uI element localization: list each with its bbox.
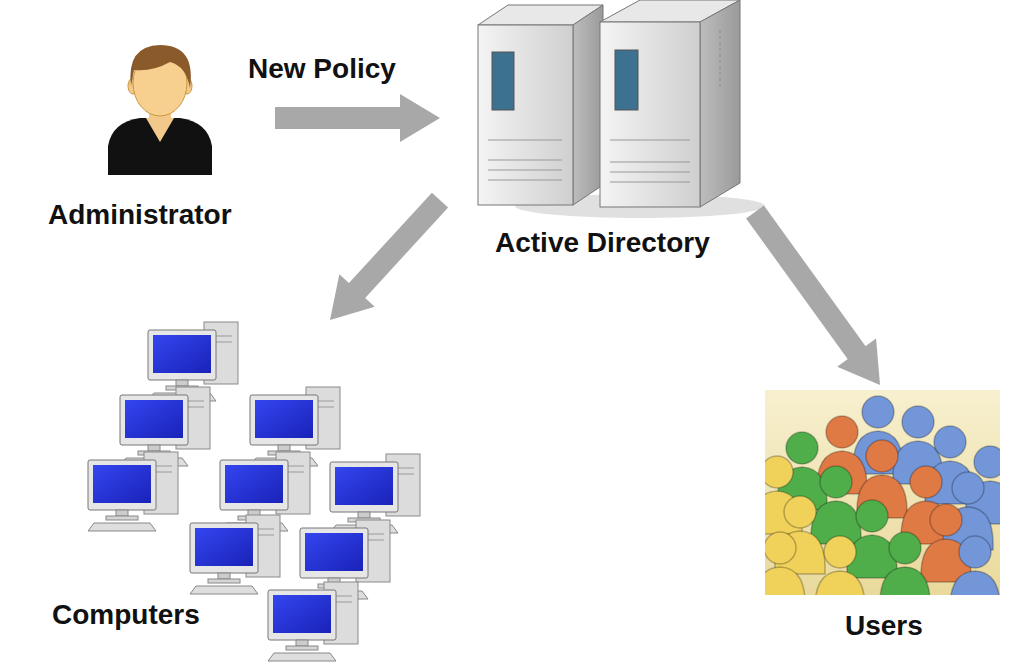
arrow-head <box>330 274 375 320</box>
computer-group: Computers <box>45 320 445 668</box>
flow-arrow <box>330 200 440 320</box>
users-picture <box>752 390 1015 614</box>
actor-node: Administrator <box>40 40 275 240</box>
user-group: Users <box>760 385 1005 650</box>
server-icon <box>478 0 765 218</box>
edge-label: New Policy <box>246 52 398 86</box>
arrow-shaft <box>755 212 858 354</box>
arrow-shaft <box>275 107 402 129</box>
flow-arrow <box>275 94 440 142</box>
arrow-head <box>400 94 440 142</box>
node-label: Users <box>845 609 923 643</box>
administrator-icon <box>108 45 212 175</box>
flow-arrow <box>755 212 880 385</box>
node-label: Computers <box>52 598 200 632</box>
node-label: Administrator <box>48 198 232 232</box>
node-label: Active Directory <box>495 226 710 260</box>
arrow-shaft <box>356 200 440 292</box>
server-node: Active Directory <box>440 0 755 265</box>
arrow-head <box>837 339 880 385</box>
